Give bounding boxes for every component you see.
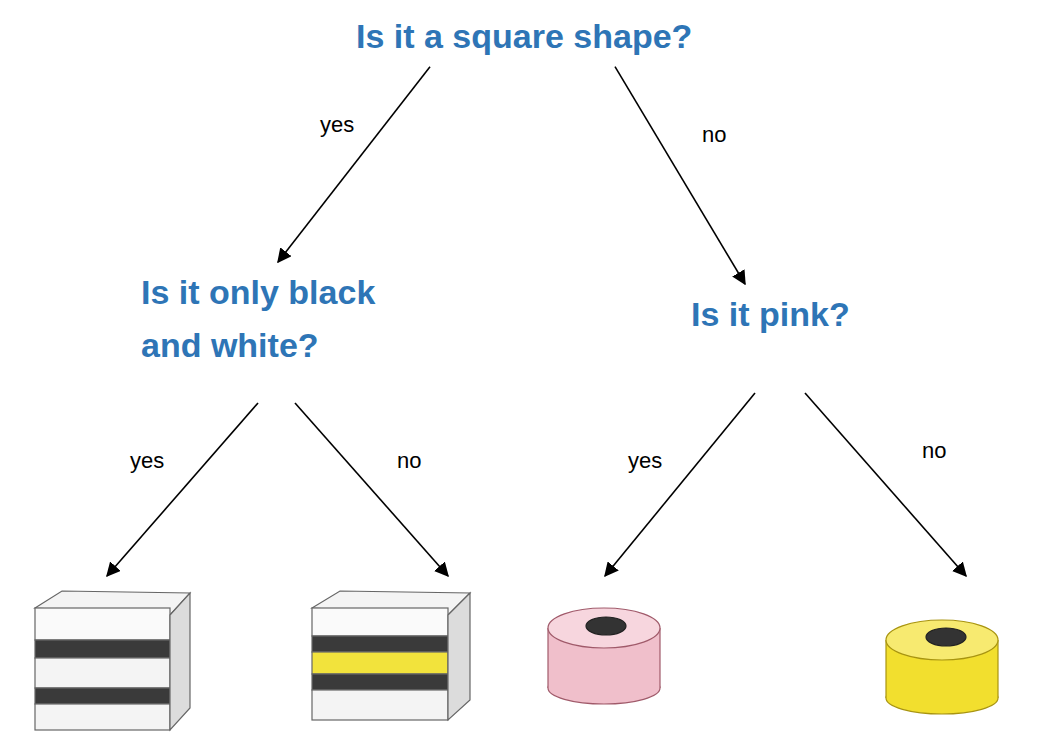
leaf-arrows xyxy=(107,393,966,576)
branch-arrow xyxy=(278,67,430,262)
square-sweet-yellow xyxy=(312,591,470,720)
question-text: Is it only black and white? xyxy=(135,262,435,375)
arrow-line xyxy=(107,403,258,576)
arrow-line xyxy=(295,403,448,576)
question-text: Is it pink? xyxy=(685,284,856,345)
answer-label: no xyxy=(920,438,948,464)
arrow-line xyxy=(805,393,966,576)
answer-label: yes xyxy=(128,448,166,474)
question-label: Is it only black and white? xyxy=(141,266,429,371)
answer-label: yes xyxy=(626,448,664,474)
branch-arrow xyxy=(615,67,745,284)
answer-label: no xyxy=(395,448,423,474)
square-sweet-bw xyxy=(35,591,190,730)
round-sweet-pink xyxy=(548,608,660,704)
arrow-line xyxy=(605,393,755,576)
round-sweet-yellow xyxy=(886,620,998,714)
root-question: Is it a square shape? xyxy=(350,6,698,67)
question-label: Is it pink? xyxy=(691,288,850,341)
question-label: Is it a square shape? xyxy=(356,10,692,63)
answer-label: no xyxy=(700,122,728,148)
answer-label: yes xyxy=(318,112,356,138)
